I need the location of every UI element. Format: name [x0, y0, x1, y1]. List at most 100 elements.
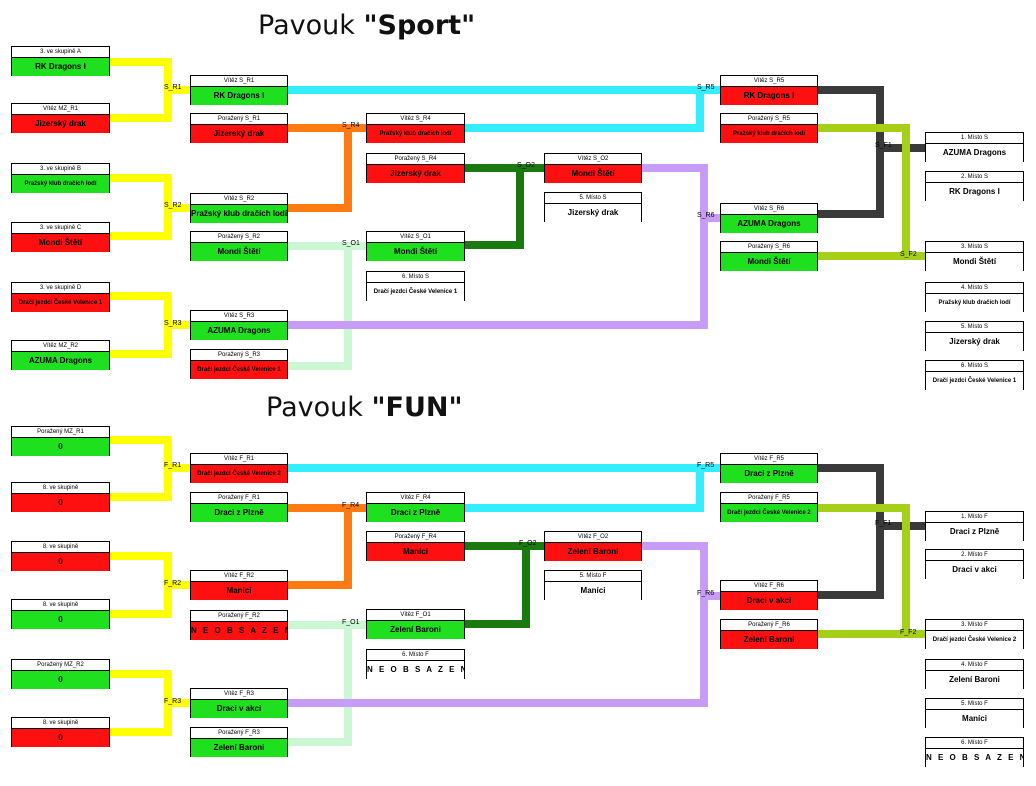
box-header: Vítěz S_R3 [191, 311, 287, 322]
box-team: Draci v akci [191, 700, 287, 718]
box-team: Dračí jezdci České Velenice 2 [191, 465, 287, 483]
box-team: Mondi Štětí [12, 234, 109, 252]
sport-line-f2 [818, 124, 925, 260]
sport-label-o1: S_O1 [342, 240, 360, 247]
box-team: Dračí jezdci České Velenice 1 [191, 361, 287, 379]
box-header: 6. Místo S [367, 272, 464, 283]
box-header: 3. ve skupině C [12, 223, 109, 234]
fun-line-r6 [288, 542, 720, 707]
box-header: 3. ve skupině D [12, 283, 109, 294]
sport-label-r3: S_R3 [164, 320, 182, 327]
box-header: Vítěz S_R6 [721, 204, 817, 215]
box-header: Vítěz F_R4 [367, 493, 464, 504]
fun-box-l2: Poražený F_R2N E O B S A Z E N O [190, 610, 288, 640]
box-team: Jizerský drak [545, 204, 641, 222]
box-team: Dračí jezdci České Velenice 1 [12, 294, 109, 312]
box-header: 8. ve skupině [12, 718, 109, 729]
box-header: Vítěz S_R1 [191, 76, 287, 87]
box-header: 4. Místo F [926, 660, 1023, 671]
box-team: Zelení Baroni [721, 631, 817, 649]
box-team: AZUMA Dragons [926, 144, 1023, 162]
box-team: Dračí jezdci České Velenice 1 [926, 372, 1023, 390]
sport-label-r4: S_R4 [342, 122, 360, 129]
box-header: Poražený S_R3 [191, 350, 287, 361]
box-team: Zelení Baroni [191, 739, 287, 757]
box-header: Vítěz S_O2 [545, 154, 641, 165]
box-team: Draci v akci [721, 592, 817, 610]
box-team: Pražský klub dračích lodí [367, 125, 464, 143]
box-team: Zelení Baroni [545, 543, 641, 561]
box-header: 6. Místo F [926, 738, 1023, 749]
box-header: 3. ve skupině B [12, 164, 109, 175]
sport-line-r1 [110, 58, 190, 122]
box-team: RK Dragons I [191, 87, 287, 105]
box-header: Vítěz F_O2 [545, 532, 641, 543]
fun-line-r2 [110, 552, 190, 618]
box-team: Maníci [367, 543, 464, 561]
box-team: Draci z Plzně [721, 465, 817, 483]
box-team: Jizerský drak [191, 125, 287, 143]
box-team: Jizerský drak [12, 115, 109, 133]
box-header: Vítěz S_R2 [191, 194, 287, 205]
box-header: Vítěz F_R5 [721, 454, 817, 465]
box-team: Zelení Baroni [367, 621, 464, 639]
box-team: 0 [12, 494, 109, 512]
box-team: N E O B S A Z E N O [367, 661, 464, 679]
sport-label-o2: S_O2 [517, 162, 535, 169]
sport-label-r1: S_R1 [164, 84, 182, 91]
fun-label-r4: F_R4 [342, 502, 360, 509]
sport-line-r4 [288, 124, 366, 212]
box-team: Draci z Plzně [926, 523, 1023, 541]
box-team: Maníci [191, 582, 287, 600]
box-team: Mondi Štětí [926, 253, 1023, 271]
box-header: Vítěz F_O1 [367, 610, 464, 621]
box-header: Vítěz F_R2 [191, 571, 287, 582]
box-header: Poražený F_R3 [191, 728, 287, 739]
box-header: 3. Místo S [926, 242, 1023, 253]
box-header: Vítěz MZ_R2 [12, 341, 109, 352]
fun-label-r2: F_R2 [164, 580, 182, 587]
box-team: N E O B S A Z E N O [926, 749, 1023, 767]
box-header: Poražený F_R2 [191, 611, 287, 622]
box-header: 3. Místo F [926, 620, 1023, 631]
box-team: Maníci [926, 710, 1023, 728]
sport-title-name: "Sport" [363, 10, 476, 41]
box-header: Vítěz S_R5 [721, 76, 817, 87]
sport-label-r2: S_R2 [164, 202, 182, 209]
box-team: 0 [12, 729, 109, 747]
sport-line-r5 [288, 86, 720, 132]
fun-label-r1: F_R1 [164, 462, 182, 469]
box-team: Mondi Štětí [191, 243, 287, 261]
box-team: Mondi Štětí [721, 253, 817, 271]
box-team: Mondi Štětí [367, 243, 464, 261]
box-team: Jizerský drak [367, 165, 464, 183]
box-header: Poražený S_R4 [367, 154, 464, 165]
fun-label-o2: F_O2 [519, 540, 537, 547]
sport-title: Pavouk "Sport" [258, 10, 475, 41]
fun-line-o1 [288, 621, 366, 746]
